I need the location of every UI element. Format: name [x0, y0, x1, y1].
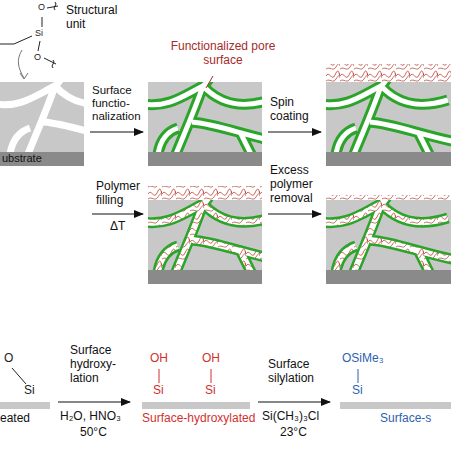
- excess-removed-film: [321, 192, 451, 284]
- label-text: Surface-hydroxylated: [142, 412, 255, 426]
- label-text: eated: [0, 412, 30, 426]
- functionalized-film: [143, 74, 278, 166]
- label-text: Surface silylation: [268, 358, 324, 386]
- label-text: Polymer filling: [96, 180, 142, 208]
- label-text: Si: [205, 384, 216, 398]
- label-text: ubstrate: [2, 152, 42, 165]
- label-text: O: [38, 2, 45, 12]
- label-text: O: [34, 52, 41, 62]
- label-text: H₂O, HNO₃: [60, 410, 121, 424]
- surface-bars: [0, 402, 451, 409]
- label-text: Surface hydroxy- lation: [70, 344, 128, 385]
- label-text: 50°C: [80, 426, 107, 440]
- label-text: Si: [35, 28, 43, 38]
- label-text: Surface functio- nalization: [92, 84, 146, 124]
- label-text: ΔT: [110, 220, 125, 234]
- label-text: OSiMe₃: [342, 352, 384, 366]
- spin-coated-film: [321, 64, 451, 166]
- label-text: Si: [24, 384, 35, 398]
- label-text: OH: [150, 352, 168, 366]
- label-text: Si: [153, 384, 164, 398]
- label-text: Spin coating: [270, 96, 322, 124]
- label-text: Structural unit: [66, 4, 128, 32]
- label-text: Functionalized pore surface: [168, 40, 278, 68]
- label-text: Surface-s: [380, 412, 431, 426]
- label-text: Si(CH₃)₃Cl: [262, 410, 319, 424]
- process-arrows: [58, 132, 330, 402]
- polymer-filled-film: [143, 186, 278, 284]
- label-text: 23°C: [280, 426, 307, 440]
- label-text: Si: [352, 384, 363, 398]
- label-text: OH: [202, 352, 220, 366]
- label-text: Excess polymer removal: [270, 164, 324, 205]
- label-text: O: [4, 352, 13, 366]
- molecule: [0, 2, 58, 79]
